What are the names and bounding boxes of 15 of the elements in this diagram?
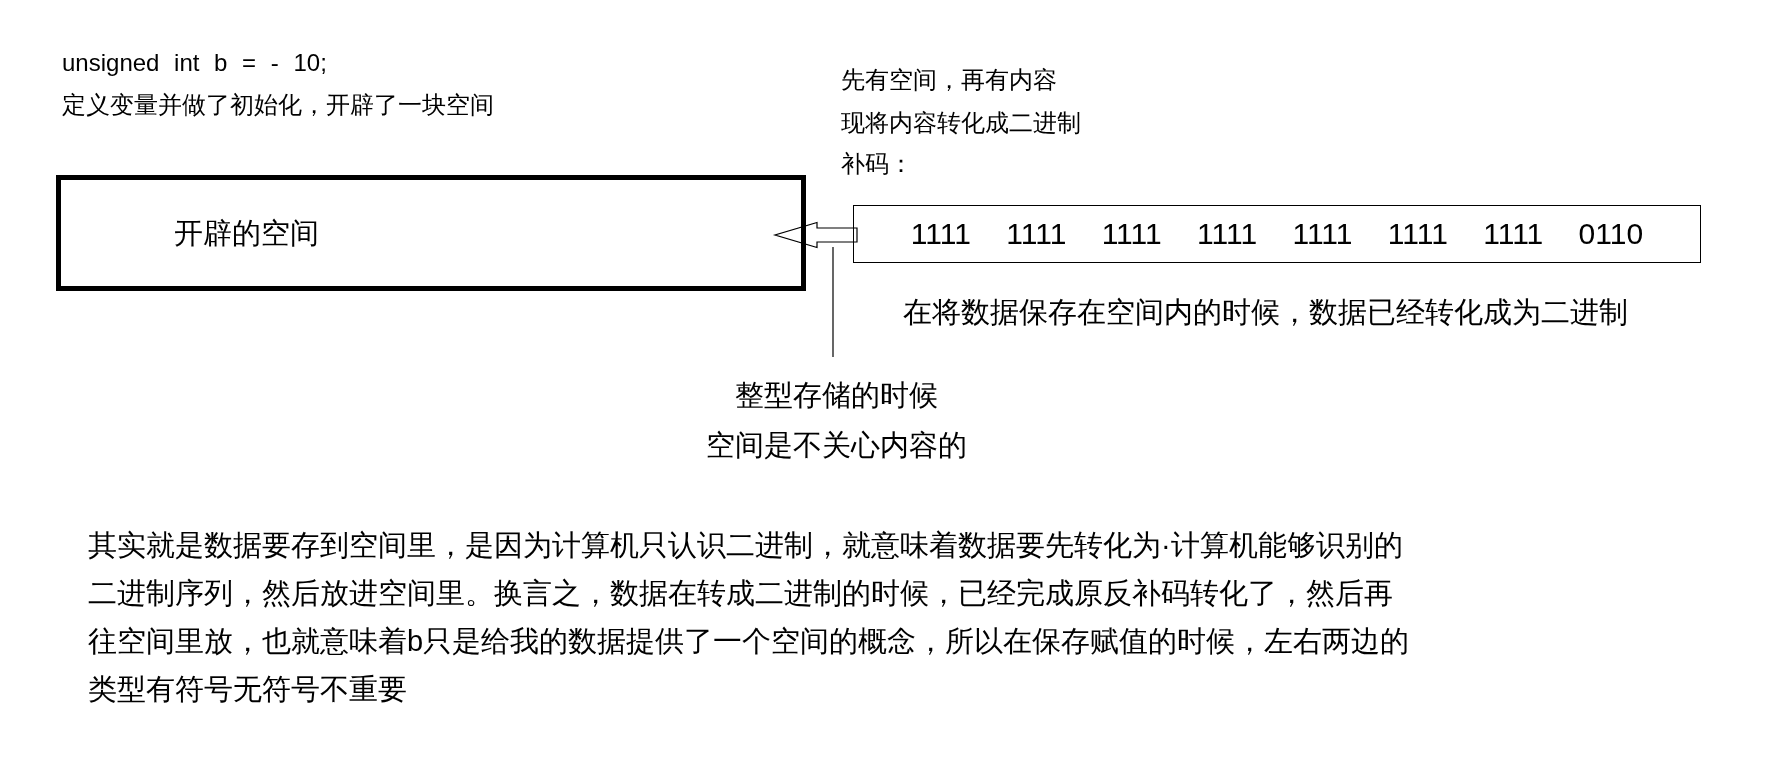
memory-block (56, 175, 806, 291)
caption-text: 在将数据保存在空间内的时候，数据已经转化成为二进制 (903, 294, 1628, 330)
block-label: 开辟的空间 (174, 216, 319, 251)
note-text: 空间是不关心内容的 (705, 428, 967, 463)
note-text: 现将内容转化成二进制 (841, 108, 1081, 138)
note-text: 先有空间，再有内容 (841, 65, 1057, 95)
code-line: unsigned int b = - 10; (62, 48, 327, 78)
hollow-arrow (772, 221, 858, 249)
note-text: 定义变量并做了初始化，开辟了一块空间 (62, 90, 494, 120)
leader-line (832, 246, 834, 358)
note-text: 补码： (841, 149, 913, 179)
paragraph: 其实就是数据要存到空间里，是因为计算机只认识二进制，就意味着数据要先转化为·计算机能够识别的二进制序列，然后放进空间里。换言之，数据在转成二进制的时候，已经完成原反补码转化了，然后再往空间里放，也就意味着b只是给我的数据提供了一个空间的概念，所以在保存赋值的时候，左右两边的类型有符号无符号不重要 (88, 528, 1411, 707)
binary-box (853, 205, 1701, 263)
note-text: 整型存储的时候 (734, 378, 938, 413)
binary-digits: 1111 1111 1111 1111 1111 1111 1111 0110 (910, 216, 1644, 252)
